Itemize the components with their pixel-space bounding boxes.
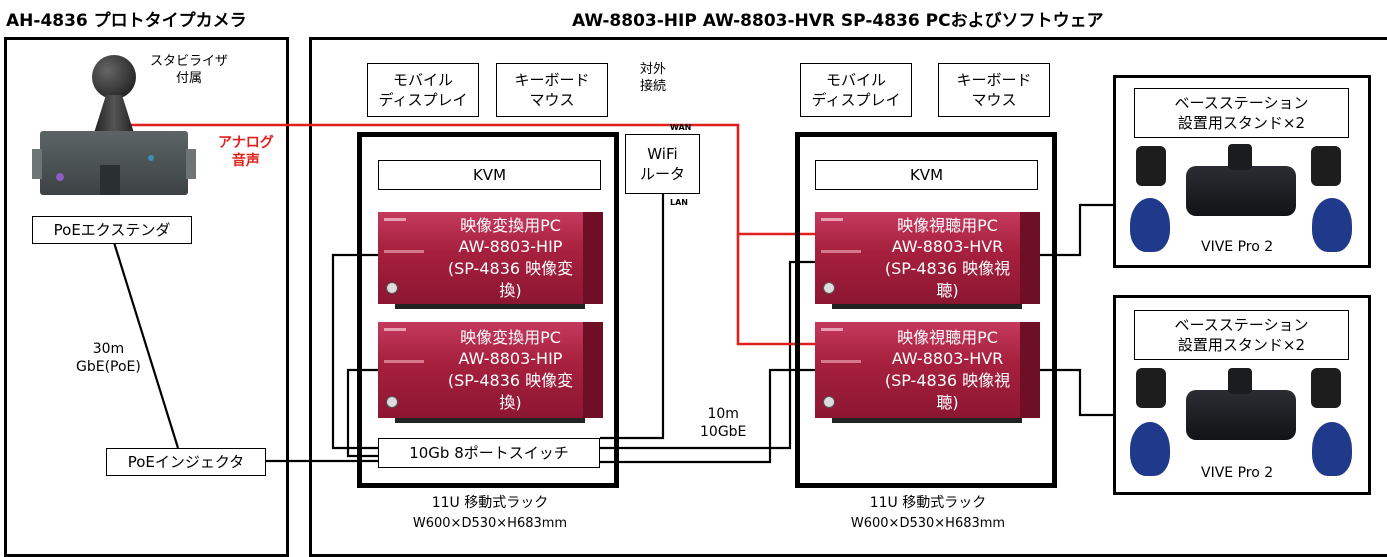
pc-hip-1-model: AW-8803-HIP xyxy=(458,237,563,257)
pc-hvr-2-role: 映像視聴用PC xyxy=(897,327,998,347)
keyboard-mouse-box-left: キーボード マウス xyxy=(496,63,608,117)
pc-hvr-1-model: AW-8803-HVR xyxy=(891,237,1004,257)
base-station-icon xyxy=(1136,146,1166,186)
rack-left-dims: W600×D530×H683mm xyxy=(412,516,568,531)
power-button-icon xyxy=(386,282,398,294)
lan-label: LAN xyxy=(670,198,688,207)
power-button-icon xyxy=(823,396,835,408)
power-button-icon xyxy=(823,282,835,294)
pc-hvr-1: 映像視聴用PC AW-8803-HVR (SP-4836 映像視聴) xyxy=(815,212,1040,304)
mobile-display-box-left: モバイル ディスプレイ xyxy=(367,63,479,117)
wifi-router-box: WiFi ルータ xyxy=(625,134,700,194)
base-station-icon xyxy=(1311,146,1341,186)
kvm-box-right: KVM xyxy=(815,160,1038,190)
base-station-icon xyxy=(1136,368,1166,408)
stabilizer-label: スタビライザ 付属 xyxy=(150,54,229,86)
rack-left-caption: 11U 移動式ラック xyxy=(431,495,549,511)
vive-controller-icon xyxy=(1130,198,1170,252)
poe-cable-line xyxy=(110,235,180,449)
vive-set-1: ベースステーション 設置用スタンド×2 VIVE Pro 2 xyxy=(1113,75,1371,268)
pc-section-title: AW-8803-HIP AW-8803-HVR SP-4836 PCおよびソフト… xyxy=(572,11,1104,31)
rack-left xyxy=(357,132,619,488)
base-station-stand-1: ベースステーション 設置用スタンド×2 xyxy=(1134,88,1349,138)
pc-hip-1-role: 映像変換用PC xyxy=(460,215,561,235)
stabilizer-ball xyxy=(92,55,136,99)
vive-label-1: VIVE Pro 2 xyxy=(1201,239,1274,255)
poe-injector-box: PoEインジェクタ xyxy=(106,448,266,476)
vive-controller-icon xyxy=(1130,422,1170,476)
pc-hip-2: 映像変換用PC AW-8803-HIP (SP-4836 映像変換) xyxy=(378,322,603,418)
pc-hip-2-software: (SP-4836 映像変換) xyxy=(447,371,574,412)
vive-controller-icon xyxy=(1312,422,1352,476)
network-cable-label: 10m 10GbE xyxy=(700,406,747,441)
camera-indicator-icon xyxy=(148,155,154,161)
network-switch-box: 10Gb 8ポートスイッチ xyxy=(378,438,600,468)
pc-hip-2-role: 映像変換用PC xyxy=(460,327,561,347)
pc-hip-1: 映像変換用PC AW-8803-HIP (SP-4836 映像変換) xyxy=(378,212,603,304)
poe-extender-box: PoEエクステンダ xyxy=(32,216,192,244)
kvm-box-left: KVM xyxy=(378,160,601,190)
pc-hvr-2-software: (SP-4836 映像視聴) xyxy=(884,371,1011,412)
pc-hip-1-software: (SP-4836 映像変換) xyxy=(447,259,574,300)
pc-hvr-1-role: 映像視聴用PC xyxy=(897,215,998,235)
stabilizer-neck xyxy=(94,95,134,133)
vive-set-2: ベースステーション 設置用スタンド×2 VIVE Pro 2 xyxy=(1113,295,1371,495)
analog-audio-label: アナログ 音声 xyxy=(218,135,274,170)
pc-hvr-2: 映像視聴用PC AW-8803-HVR (SP-4836 映像視聴) xyxy=(815,322,1040,418)
rack-right-dims: W600×D530×H683mm xyxy=(850,516,1006,531)
prototype-camera xyxy=(32,55,196,205)
vr-headset-icon xyxy=(1186,390,1296,440)
poe-cable-label: 30m GbE(PoE) xyxy=(76,341,141,376)
vr-headset-icon xyxy=(1186,166,1296,216)
rack-right-caption: 11U 移動式ラック xyxy=(869,495,987,511)
mobile-display-box-right: モバイル ディスプレイ xyxy=(800,63,912,117)
wan-label: WAN xyxy=(670,123,692,132)
power-button-icon xyxy=(386,396,398,408)
camera-section-title: AH-4836 プロトタイプカメラ xyxy=(6,11,247,31)
rack-right xyxy=(795,132,1057,488)
base-station-stand-2: ベースステーション 設置用スタンド×2 xyxy=(1134,310,1349,360)
external-connection-label: 対外 接続 xyxy=(640,62,667,94)
keyboard-mouse-box-right: キーボード マウス xyxy=(938,63,1050,117)
vive-label-2: VIVE Pro 2 xyxy=(1201,465,1274,481)
camera-led-icon xyxy=(56,173,64,181)
pc-hvr-2-model: AW-8803-HVR xyxy=(891,349,1004,369)
base-station-icon xyxy=(1311,368,1341,408)
vive-controller-icon xyxy=(1312,198,1352,252)
pc-hvr-1-software: (SP-4836 映像視聴) xyxy=(884,259,1011,300)
pc-hip-2-model: AW-8803-HIP xyxy=(458,349,563,369)
